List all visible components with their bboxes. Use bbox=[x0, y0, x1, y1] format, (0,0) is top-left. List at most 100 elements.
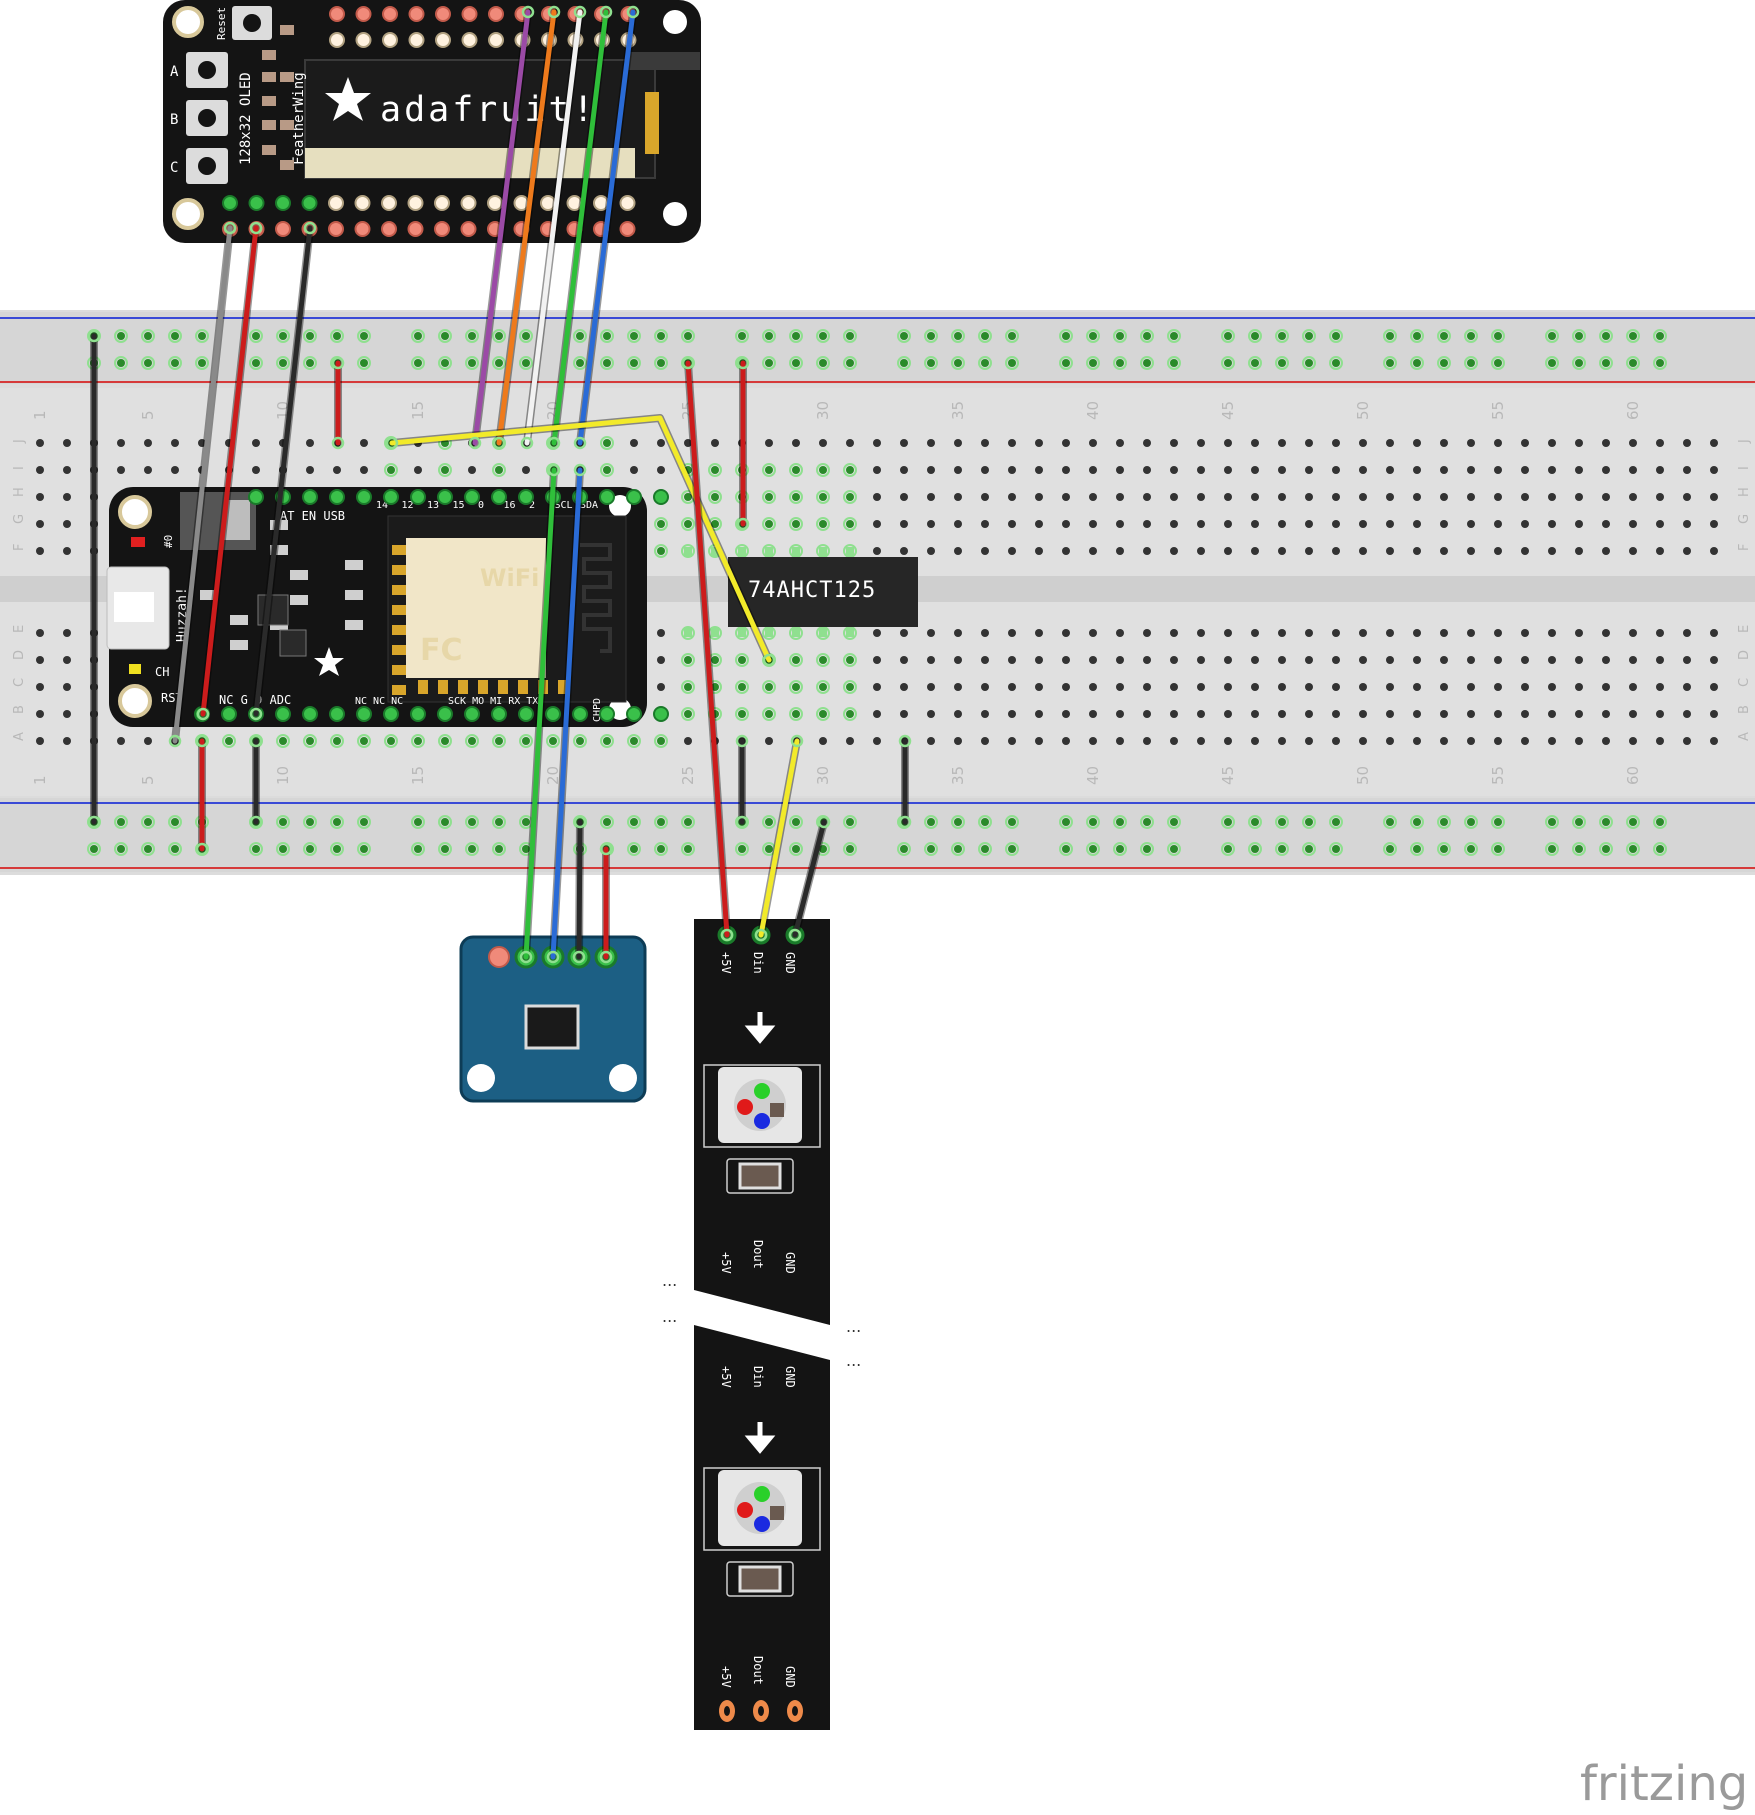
row-letter: J bbox=[1737, 439, 1752, 444]
huzzah-pin bbox=[221, 706, 237, 722]
huzzah-pin bbox=[410, 706, 426, 722]
wire-endpoint bbox=[249, 734, 263, 748]
wire-endpoint bbox=[735, 815, 749, 829]
wire-endpoint bbox=[736, 356, 750, 370]
breadboard-hole bbox=[1683, 710, 1691, 718]
column-number: 35 bbox=[949, 766, 967, 785]
wire-endpoint bbox=[519, 950, 533, 964]
row-letter: B bbox=[12, 705, 27, 714]
breadboard-hole bbox=[117, 439, 125, 447]
breadboard-hole bbox=[1035, 439, 1043, 447]
breadboard-hole bbox=[36, 683, 44, 691]
breadboard-hole bbox=[1224, 710, 1232, 718]
rail-hole-highlight bbox=[1464, 329, 1478, 343]
rail-hole-highlight bbox=[195, 329, 209, 343]
breadboard-labels: 1155101015152020252530303535404045455050… bbox=[12, 401, 1752, 785]
strip-in-label: Din bbox=[751, 1366, 765, 1388]
rail-hole-highlight bbox=[168, 329, 182, 343]
breadboard-hole bbox=[873, 466, 881, 474]
rail-hole bbox=[1224, 332, 1232, 340]
rail-hole bbox=[1386, 845, 1394, 853]
breadboard-hole bbox=[1710, 547, 1718, 555]
rail-hole-highlight bbox=[276, 329, 290, 343]
rail-hole-highlight bbox=[1302, 815, 1316, 829]
rail-hole-highlight bbox=[438, 356, 452, 370]
rail-hole-highlight bbox=[492, 356, 506, 370]
breadboard-hole bbox=[1008, 737, 1016, 745]
breadboard-hole bbox=[387, 466, 395, 474]
breadboard-hole bbox=[603, 737, 611, 745]
pixel-frame bbox=[703, 1467, 821, 1551]
breadboard-hole bbox=[954, 466, 962, 474]
rail-hole bbox=[1656, 818, 1664, 826]
breadboard-hole bbox=[1602, 493, 1610, 501]
rail-hole bbox=[441, 845, 449, 853]
rail-hole-highlight bbox=[168, 815, 182, 829]
breadboard-hole bbox=[657, 520, 665, 528]
breadboard-hole bbox=[1467, 439, 1475, 447]
featherwing-smd-parts bbox=[262, 25, 294, 170]
rail-hole bbox=[1440, 845, 1448, 853]
rail-hole-highlight bbox=[1653, 329, 1667, 343]
huzzah-pin-number: 14 bbox=[376, 500, 388, 511]
side-header bbox=[628, 52, 700, 70]
breadboard-hole bbox=[36, 439, 44, 447]
breadboard-hole bbox=[1494, 737, 1502, 745]
rail-hole-highlight bbox=[1491, 842, 1505, 856]
breadboard-hole bbox=[927, 520, 935, 528]
breadboard-hole bbox=[927, 737, 935, 745]
wire-endpoint bbox=[546, 950, 560, 964]
smd-part bbox=[290, 570, 308, 580]
breadboard-hole bbox=[1629, 656, 1637, 664]
breadboard-hole bbox=[1440, 547, 1448, 555]
rail-hole-highlight bbox=[924, 815, 938, 829]
breadboard-hole bbox=[1089, 493, 1097, 501]
breadboard-hole bbox=[1413, 547, 1421, 555]
rail-hole bbox=[117, 845, 125, 853]
breadboard-hole bbox=[468, 737, 476, 745]
rail-hole bbox=[927, 359, 935, 367]
rail-hole-highlight bbox=[1221, 842, 1235, 856]
top-power-rail bbox=[0, 312, 1755, 384]
rail-hole bbox=[144, 332, 152, 340]
breadboard-hole bbox=[1197, 493, 1205, 501]
rail-hole bbox=[1548, 845, 1556, 853]
wire-endpoint bbox=[195, 734, 209, 748]
breadboard-hole bbox=[819, 656, 827, 664]
header-pin bbox=[619, 195, 636, 211]
breadboard-hole bbox=[1710, 493, 1718, 501]
esp-pad bbox=[392, 645, 406, 655]
breadboard-hole bbox=[1629, 683, 1637, 691]
breadboard-hole bbox=[1278, 466, 1286, 474]
breadboard-hole bbox=[1575, 629, 1583, 637]
breadboard-hole bbox=[657, 629, 665, 637]
hole-highlight bbox=[627, 734, 641, 748]
hole-highlight bbox=[843, 490, 857, 504]
rail-hole-highlight bbox=[654, 842, 668, 856]
rail-hole-highlight bbox=[1302, 842, 1316, 856]
rail-hole bbox=[495, 818, 503, 826]
rail-hole bbox=[927, 332, 935, 340]
hole-highlight bbox=[600, 734, 614, 748]
oled-button-cap bbox=[198, 157, 216, 175]
column-number: 30 bbox=[814, 766, 832, 785]
wire-black-sensor bbox=[576, 819, 583, 960]
breadboard-hole bbox=[954, 656, 962, 664]
breadboard-hole bbox=[765, 710, 773, 718]
strip-pixels bbox=[703, 1012, 821, 1597]
wire-endpoint bbox=[331, 436, 345, 450]
rail-hole bbox=[333, 845, 341, 853]
wire-endpoint bbox=[87, 815, 101, 829]
hole-highlight bbox=[762, 707, 776, 721]
rail-hole-highlight bbox=[681, 329, 695, 343]
rail-hole bbox=[144, 818, 152, 826]
rail-hole-highlight bbox=[1140, 329, 1154, 343]
led-lens bbox=[734, 1482, 786, 1534]
oled-glass-lower bbox=[305, 148, 635, 178]
hole-highlight bbox=[816, 517, 830, 531]
huzzah-pin-number: 0 bbox=[478, 500, 484, 511]
rail-hole bbox=[1008, 359, 1016, 367]
breadboard-hole bbox=[1521, 520, 1529, 528]
breadboard-hole bbox=[1629, 710, 1637, 718]
breadboard-hole bbox=[954, 493, 962, 501]
